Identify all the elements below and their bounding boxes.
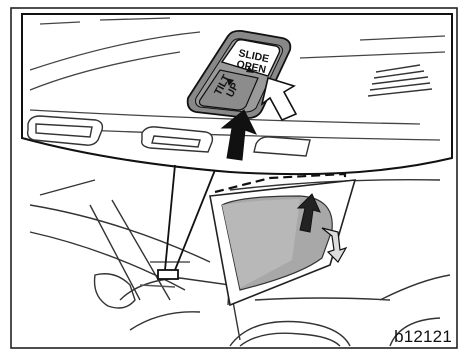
figure-id: b12121 — [394, 327, 452, 347]
console-switch-location — [158, 270, 178, 279]
lamp-housing-right — [254, 137, 310, 156]
